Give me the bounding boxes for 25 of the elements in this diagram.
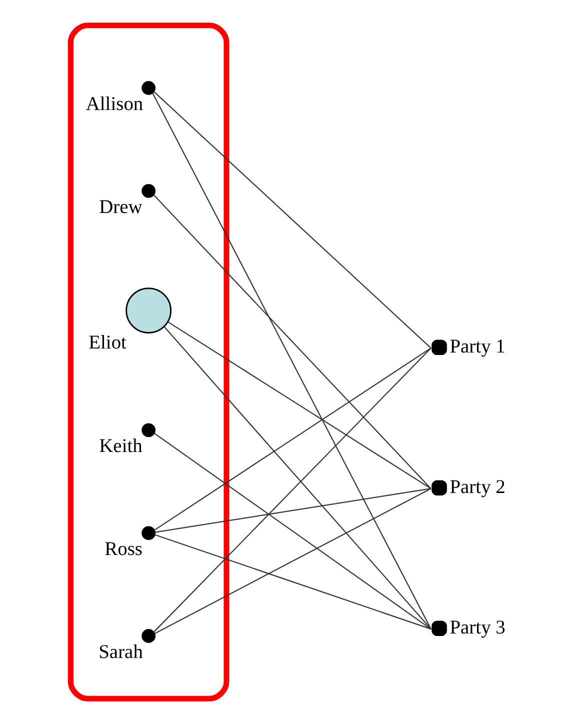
connector	[154, 432, 432, 630]
node-label: Allison	[86, 94, 144, 115]
node-circle	[142, 629, 156, 643]
connector	[154, 91, 432, 348]
node-label: Ross	[104, 538, 142, 560]
node-label: Keith	[99, 436, 142, 457]
node-label: Party 1	[450, 336, 506, 358]
connector	[154, 534, 432, 630]
node-circle	[126, 288, 172, 334]
node-label: Drew	[99, 196, 142, 218]
connector	[154, 488, 432, 634]
connector	[154, 348, 432, 531]
node-label: Sarah	[98, 642, 143, 663]
node-circle	[142, 526, 156, 540]
node-circle	[142, 81, 156, 95]
node-label: Eliot	[88, 332, 126, 354]
node-label: Party 2	[450, 477, 506, 498]
connector	[154, 194, 432, 489]
connector	[154, 488, 432, 533]
node-circle	[142, 423, 156, 438]
connector	[152, 93, 432, 630]
node-circle	[142, 184, 156, 198]
connector	[168, 321, 432, 490]
node-label: Party 3	[450, 618, 506, 639]
cluster	[68, 22, 230, 702]
